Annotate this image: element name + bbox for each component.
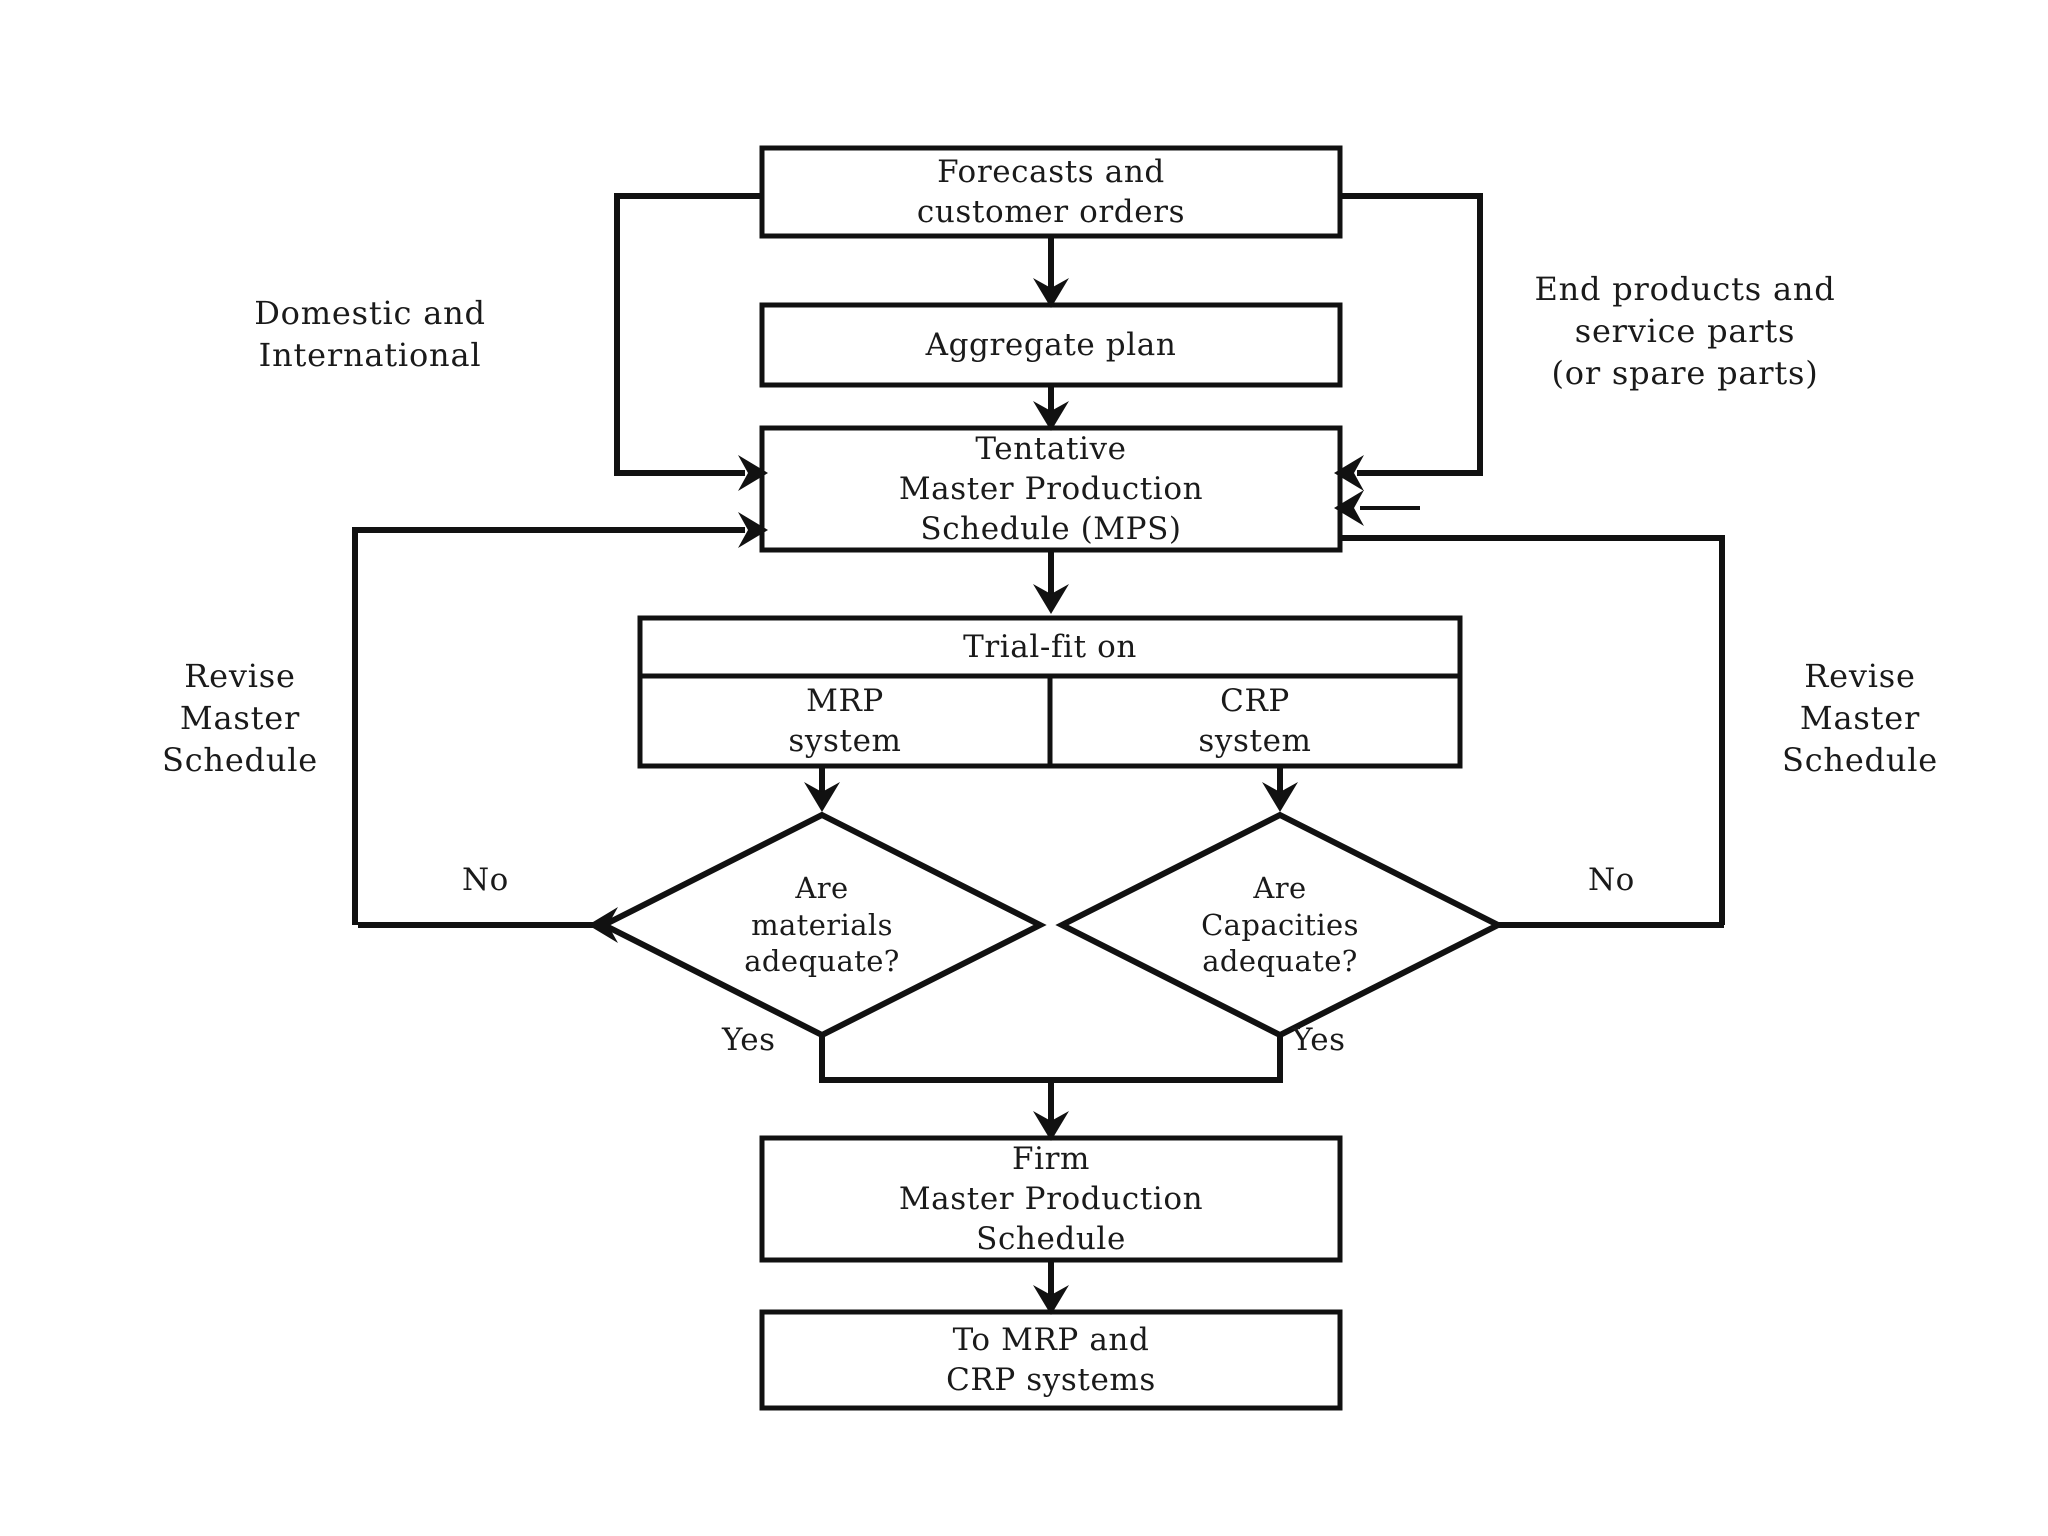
arrow-aggregate-to-mps (1033, 401, 1069, 431)
arrow-left-lower-into-mps (738, 512, 768, 548)
edge-yes-left-path (819, 1035, 1051, 1083)
edge-left-revise-feedback (352, 527, 745, 925)
edge-right-revise-feedback (1340, 535, 1725, 925)
arrow-crp-to-capacities (1262, 782, 1298, 812)
node-forecasts-box (759, 145, 1343, 239)
node-aggregate-plan-box (759, 302, 1343, 388)
node-to-systems-box (759, 1309, 1343, 1411)
arrow-right-stub-into-mps (1334, 490, 1364, 526)
node-capacities-decision-diamond (1055, 811, 1505, 1039)
node-firm-mps-box (759, 1135, 1343, 1263)
arrow-firm-mps-to-systems (1033, 1285, 1069, 1315)
arrow-left-upper-into-mps (738, 455, 768, 491)
arrow-forecasts-to-aggregate (1033, 278, 1069, 308)
arrow-merge-to-firm-mps (1033, 1111, 1069, 1141)
arrow-right-upper-into-mps (1334, 455, 1364, 491)
arrow-mrp-to-materials (804, 782, 840, 812)
node-materials-decision-diamond (597, 811, 1047, 1039)
node-tentative-mps-box (759, 425, 1343, 553)
edge-end-products-path (1340, 193, 1483, 476)
arrow-mps-to-trial-fit (1033, 584, 1069, 614)
arrow-no-left (588, 907, 618, 943)
edge-domestic-international-path (614, 193, 762, 476)
edge-yes-right-path (1051, 1035, 1283, 1083)
